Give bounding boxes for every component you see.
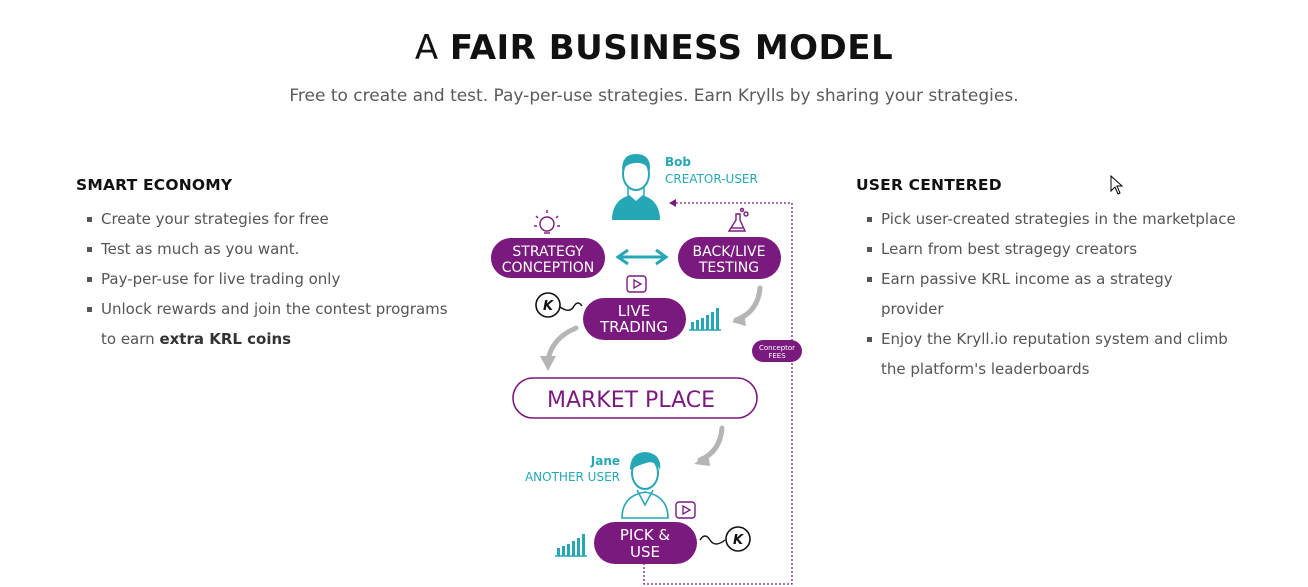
strategy-conception-line1: STRATEGY [512,244,584,260]
pick-use-line2: USE [630,543,660,561]
list-item: Create your strategies for free [76,204,456,234]
mouse-cursor-icon [1110,175,1124,195]
pick-use-pill [594,522,697,564]
flask-icon [727,207,749,232]
gray-arrow-icon [545,325,579,363]
strategy-conception-line2: CONCEPTION [502,260,595,276]
live-trading-pill [583,298,686,340]
list-item: Test as much as you want. [76,234,456,264]
jane-name: Jane [590,454,620,468]
bob-name: Bob [665,155,691,169]
kryll-coin-icon: K [699,526,751,552]
earn-prefix: to earn [101,330,155,348]
backtest-pill [678,237,781,279]
market-place-label: MARKET PLACE [547,388,715,413]
kryll-coin-icon: K [535,292,583,318]
list-item: Enjoy the Kryll.io reputation system and… [856,324,1236,354]
list-item-continuation: to earn extra KRL coins [76,324,456,354]
pick-use-line1: PICK & [620,526,671,544]
list-item: Learn from best stragegy creators [856,234,1236,264]
bob-role: CREATOR-USER [665,172,758,186]
smart-economy-section: SMART ECONOMY Create your strategies for… [76,176,456,354]
play-icon [675,501,696,519]
smart-economy-title: SMART ECONOMY [76,176,233,194]
smart-economy-list: Create your strategies for free Test as … [76,204,456,324]
strategy-conception-pill [489,236,607,280]
title-bold: FAIR BUSINESS MODEL [449,28,894,68]
conceptor-fees-badge [752,340,802,362]
live-trading-line1: LIVE [618,302,651,320]
bob-avatar-icon [612,154,660,220]
market-place-pill [512,377,758,419]
fees-line2: FEES [768,352,786,360]
gray-arrow-icon [733,285,763,323]
jane-avatar-icon [621,452,669,519]
lightbulb-icon [534,210,560,234]
bar-chart-icon [555,534,587,557]
gray-arrow-icon [697,425,725,463]
live-trading-line2: TRADING [599,318,668,336]
svg-text:K: K [543,299,554,314]
list-item: Earn passive KRL income as a strategy pr… [856,264,1236,324]
bar-chart-icon [689,308,721,331]
user-centered-list: Pick user-created strategies in the mark… [856,204,1236,354]
backtest-line2: TESTING [698,260,759,276]
backtest-line1: BACK/LIVE [693,244,766,260]
page-subtitle: Free to create and test. Pay-per-use str… [289,86,1019,106]
dotted-fee-loop [643,202,793,585]
user-centered-title: USER CENTERED [856,176,1002,194]
jane-role: ANOTHER USER [525,470,620,484]
title-prefix: A [414,28,439,68]
earn-bold: extra KRL coins [159,330,292,348]
svg-text:K: K [733,533,744,548]
fees-line1: Conceptor [759,344,795,352]
play-icon [626,275,647,293]
list-item: Pick user-created strategies in the mark… [856,204,1236,234]
list-item-continuation: the platform's leaderboards [881,360,1090,378]
page-title: A FAIR BUSINESS MODEL [0,28,1308,68]
list-item: Unlock rewards and join the contest prog… [76,294,456,324]
user-centered-section: USER CENTERED Pick user-created strategi… [856,176,1236,384]
dotted-arrow-head-icon [669,199,676,207]
list-item: Pay-per-use for live trading only [76,264,456,294]
double-arrow-icon [615,248,669,266]
